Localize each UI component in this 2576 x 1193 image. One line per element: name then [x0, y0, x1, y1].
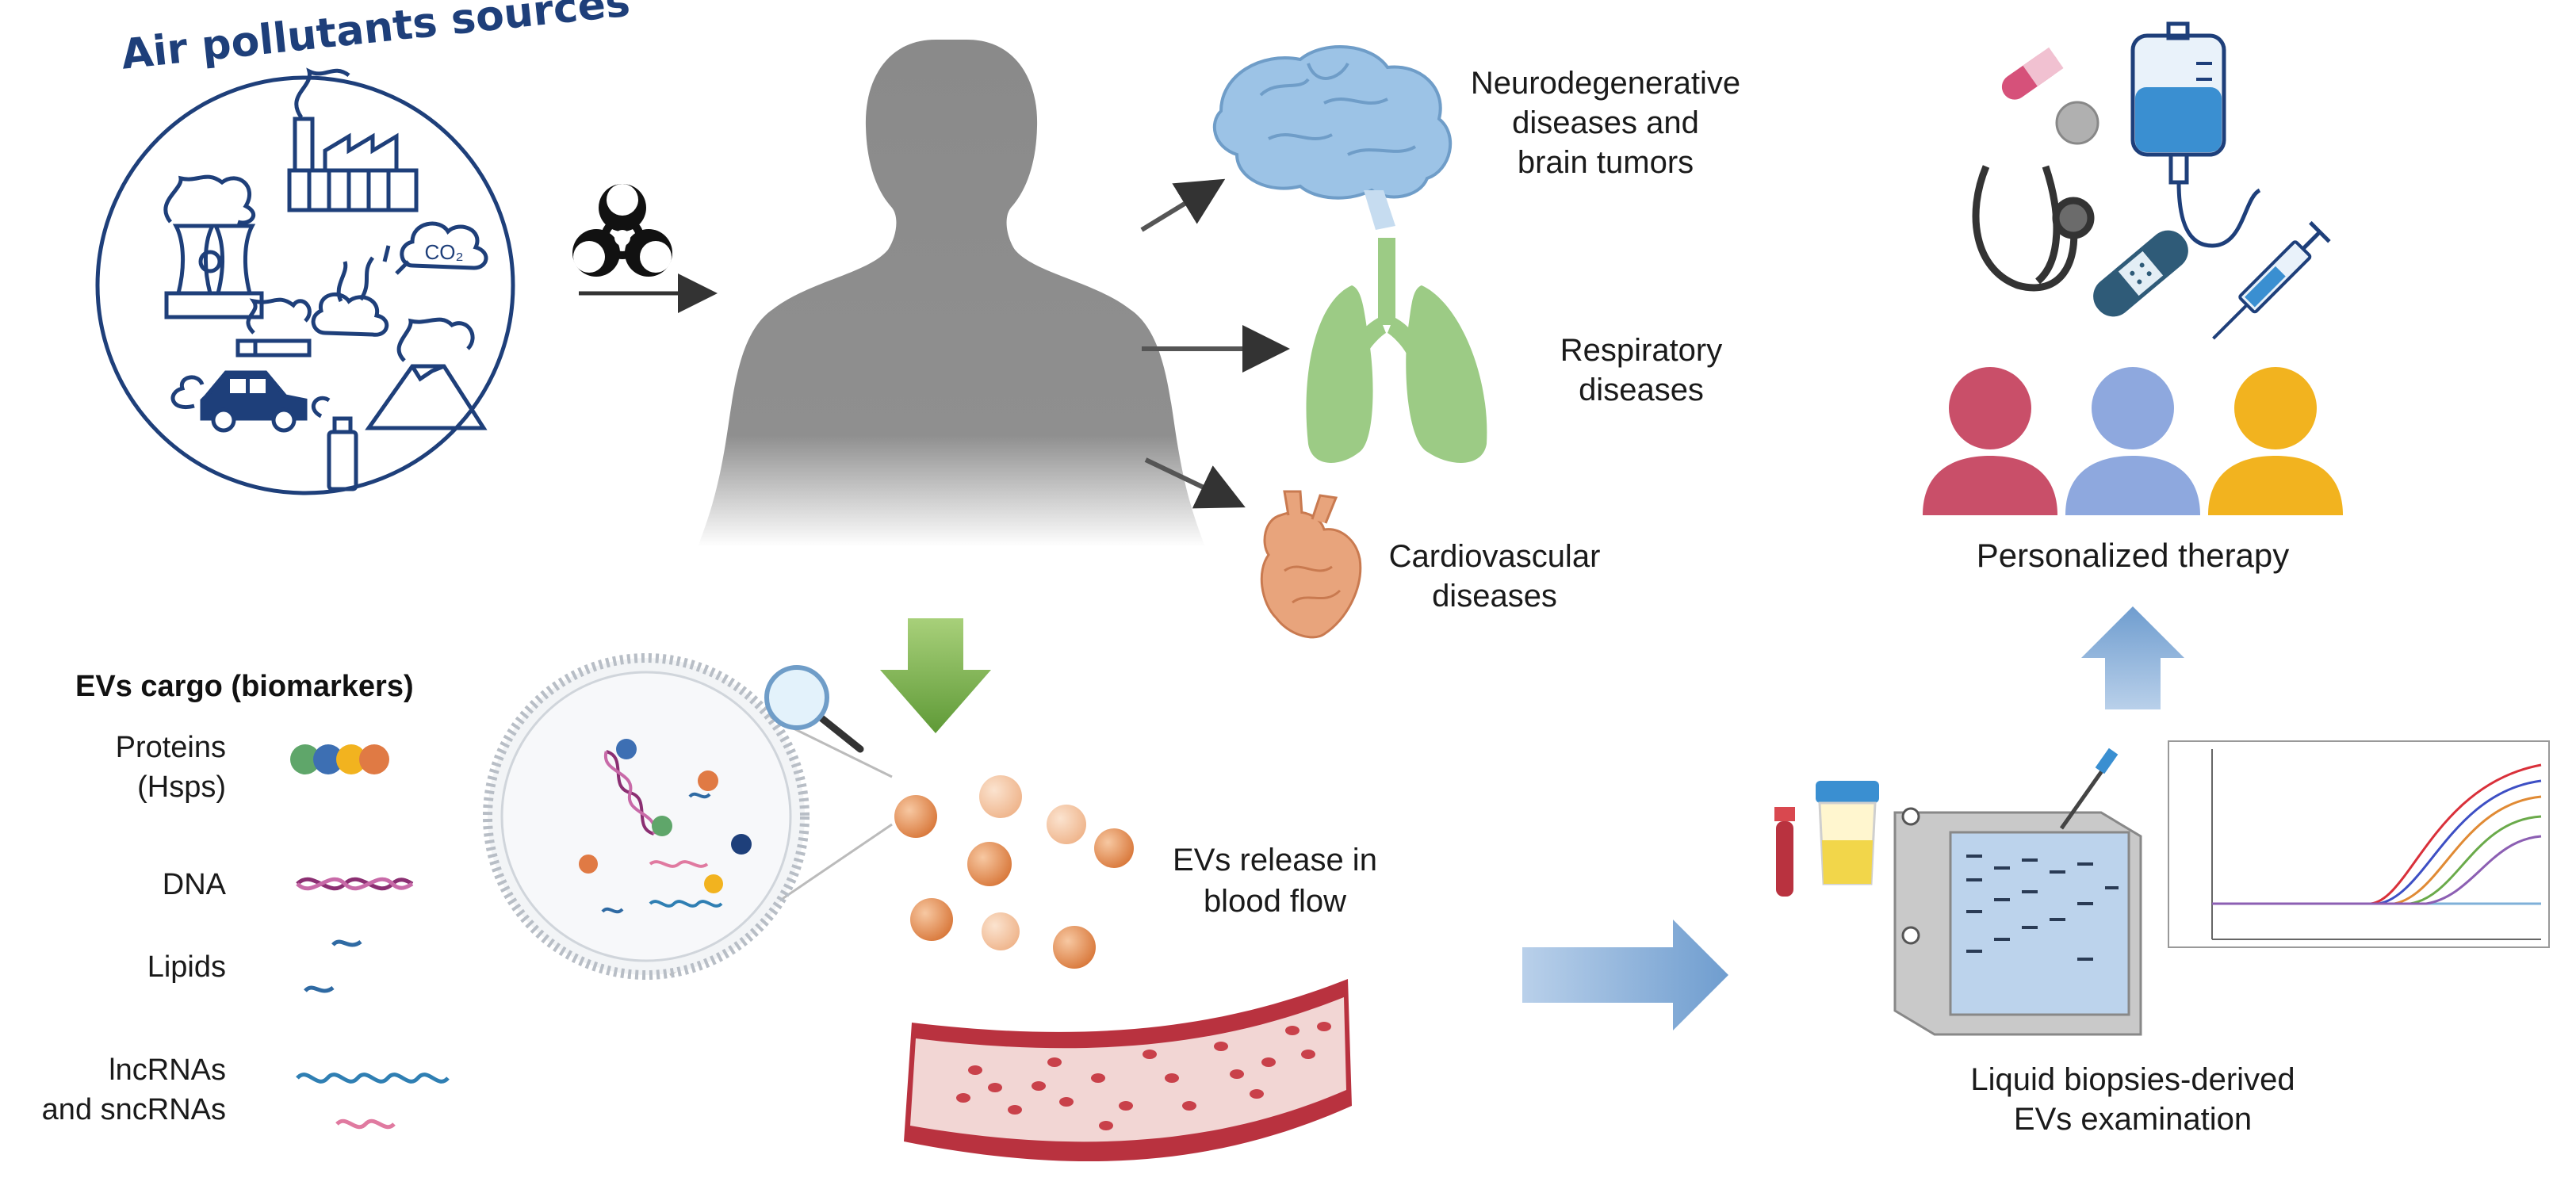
- capsule-icon: [2001, 47, 2064, 100]
- protein-beads-icon: [290, 744, 389, 774]
- cargo-proteins-line-2: (Hsps): [137, 770, 226, 804]
- resp-disease-label: Respiratory diseases: [1560, 333, 1723, 407]
- neuro-line-1: Neurodegenerative: [1471, 66, 1740, 101]
- arrow-to-brain: [1140, 178, 1226, 232]
- cargo-rna-line-2: and sncRNAs: [42, 1093, 226, 1126]
- dna-helix-icon: [296, 877, 414, 891]
- ev-zoom: [483, 653, 893, 980]
- arrow-to-heart: [1144, 457, 1246, 509]
- person-yellow-icon: [2208, 367, 2343, 515]
- human-silhouette: [698, 40, 1205, 547]
- arrow-down-release: [880, 618, 991, 733]
- urine-cup-icon: [1816, 781, 1879, 885]
- release-label: EVs release in blood flow: [1173, 843, 1377, 919]
- cargo-dna-label: DNA: [163, 868, 227, 901]
- co2-label: CO₂: [424, 240, 463, 264]
- cardio-line-1: Cardiovascular: [1389, 539, 1601, 574]
- bandage-icon: [2093, 230, 2188, 317]
- cardio-disease-label: Cardiovascular diseases: [1389, 539, 1601, 614]
- cargo-proteins-line-1: Proteins: [116, 731, 226, 764]
- cargo-lipids-label: Lipids: [147, 950, 226, 984]
- rna-wave-icon: [296, 1073, 450, 1130]
- examination-label: Liquid biopsies-derived EVs examination: [1970, 1062, 2295, 1137]
- cargo-rna-line-1: lncRNAs: [109, 1053, 226, 1087]
- volcano-icon: [365, 317, 488, 430]
- heart-icon: [1260, 490, 1362, 639]
- arrow-to-examination: [1522, 920, 1728, 1030]
- syringe-icon: [2212, 220, 2331, 340]
- co2-cloud-icon: CO₂: [400, 221, 488, 270]
- arrow-up-to-therapy: [2081, 606, 2184, 709]
- neuro-line-2: diseases and: [1512, 105, 1699, 140]
- pill-icon: [2055, 101, 2099, 145]
- lipid-icon: [304, 939, 362, 993]
- wildfire-icon: [311, 245, 410, 337]
- stethoscope-icon: [1972, 165, 2095, 292]
- red-blood-cells: [956, 1022, 1331, 1130]
- exam-line-1: Liquid biopsies-derived: [1970, 1062, 2295, 1097]
- exam-line-2: EVs examination: [2014, 1102, 2252, 1137]
- car-icon: [170, 370, 308, 433]
- therapy-label: Personalized therapy: [1977, 537, 2290, 574]
- spray-can-icon: [311, 396, 358, 491]
- resp-line-1: Respiratory: [1560, 333, 1723, 368]
- factory-icon: [287, 67, 419, 212]
- person-blue-icon: [2065, 367, 2200, 515]
- blood-vessel: [904, 979, 1352, 1162]
- person-red-icon: [1923, 367, 2057, 515]
- magnifier-icon: [764, 665, 864, 753]
- release-line-1: EVs release in: [1173, 843, 1377, 878]
- gel-electrophoresis-icon: [1893, 748, 2142, 1036]
- cigarette-icon: [235, 297, 312, 358]
- cargo-title: EVs cargo (biomarkers): [75, 670, 414, 703]
- qpcr-plot-icon: [2168, 740, 2550, 948]
- blood-tube-icon: [1774, 807, 1795, 897]
- sources-circle: [95, 75, 515, 495]
- ev-particles: [894, 775, 1134, 969]
- resp-line-2: diseases: [1579, 373, 1704, 407]
- release-line-2: blood flow: [1204, 884, 1346, 919]
- neuro-line-3: brain tumors: [1518, 145, 1694, 180]
- patients-group: [1923, 367, 2343, 515]
- neuro-disease-label: Neurodegenerative diseases and brain tum…: [1471, 66, 1740, 180]
- cardio-line-2: diseases: [1432, 579, 1557, 614]
- sources-panel: CO₂: [95, 67, 515, 495]
- iv-bag-icon: [2130, 21, 2261, 248]
- cargo-legend: EVs cargo (biomarkers) Proteins (Hsps) D…: [42, 670, 450, 1130]
- biohazard-icon: [572, 184, 672, 277]
- lungs-icon: [1306, 238, 1487, 463]
- medical-icons: [1972, 21, 2331, 340]
- power-plant-icon: [163, 174, 264, 319]
- brain-icon: [1212, 45, 1453, 230]
